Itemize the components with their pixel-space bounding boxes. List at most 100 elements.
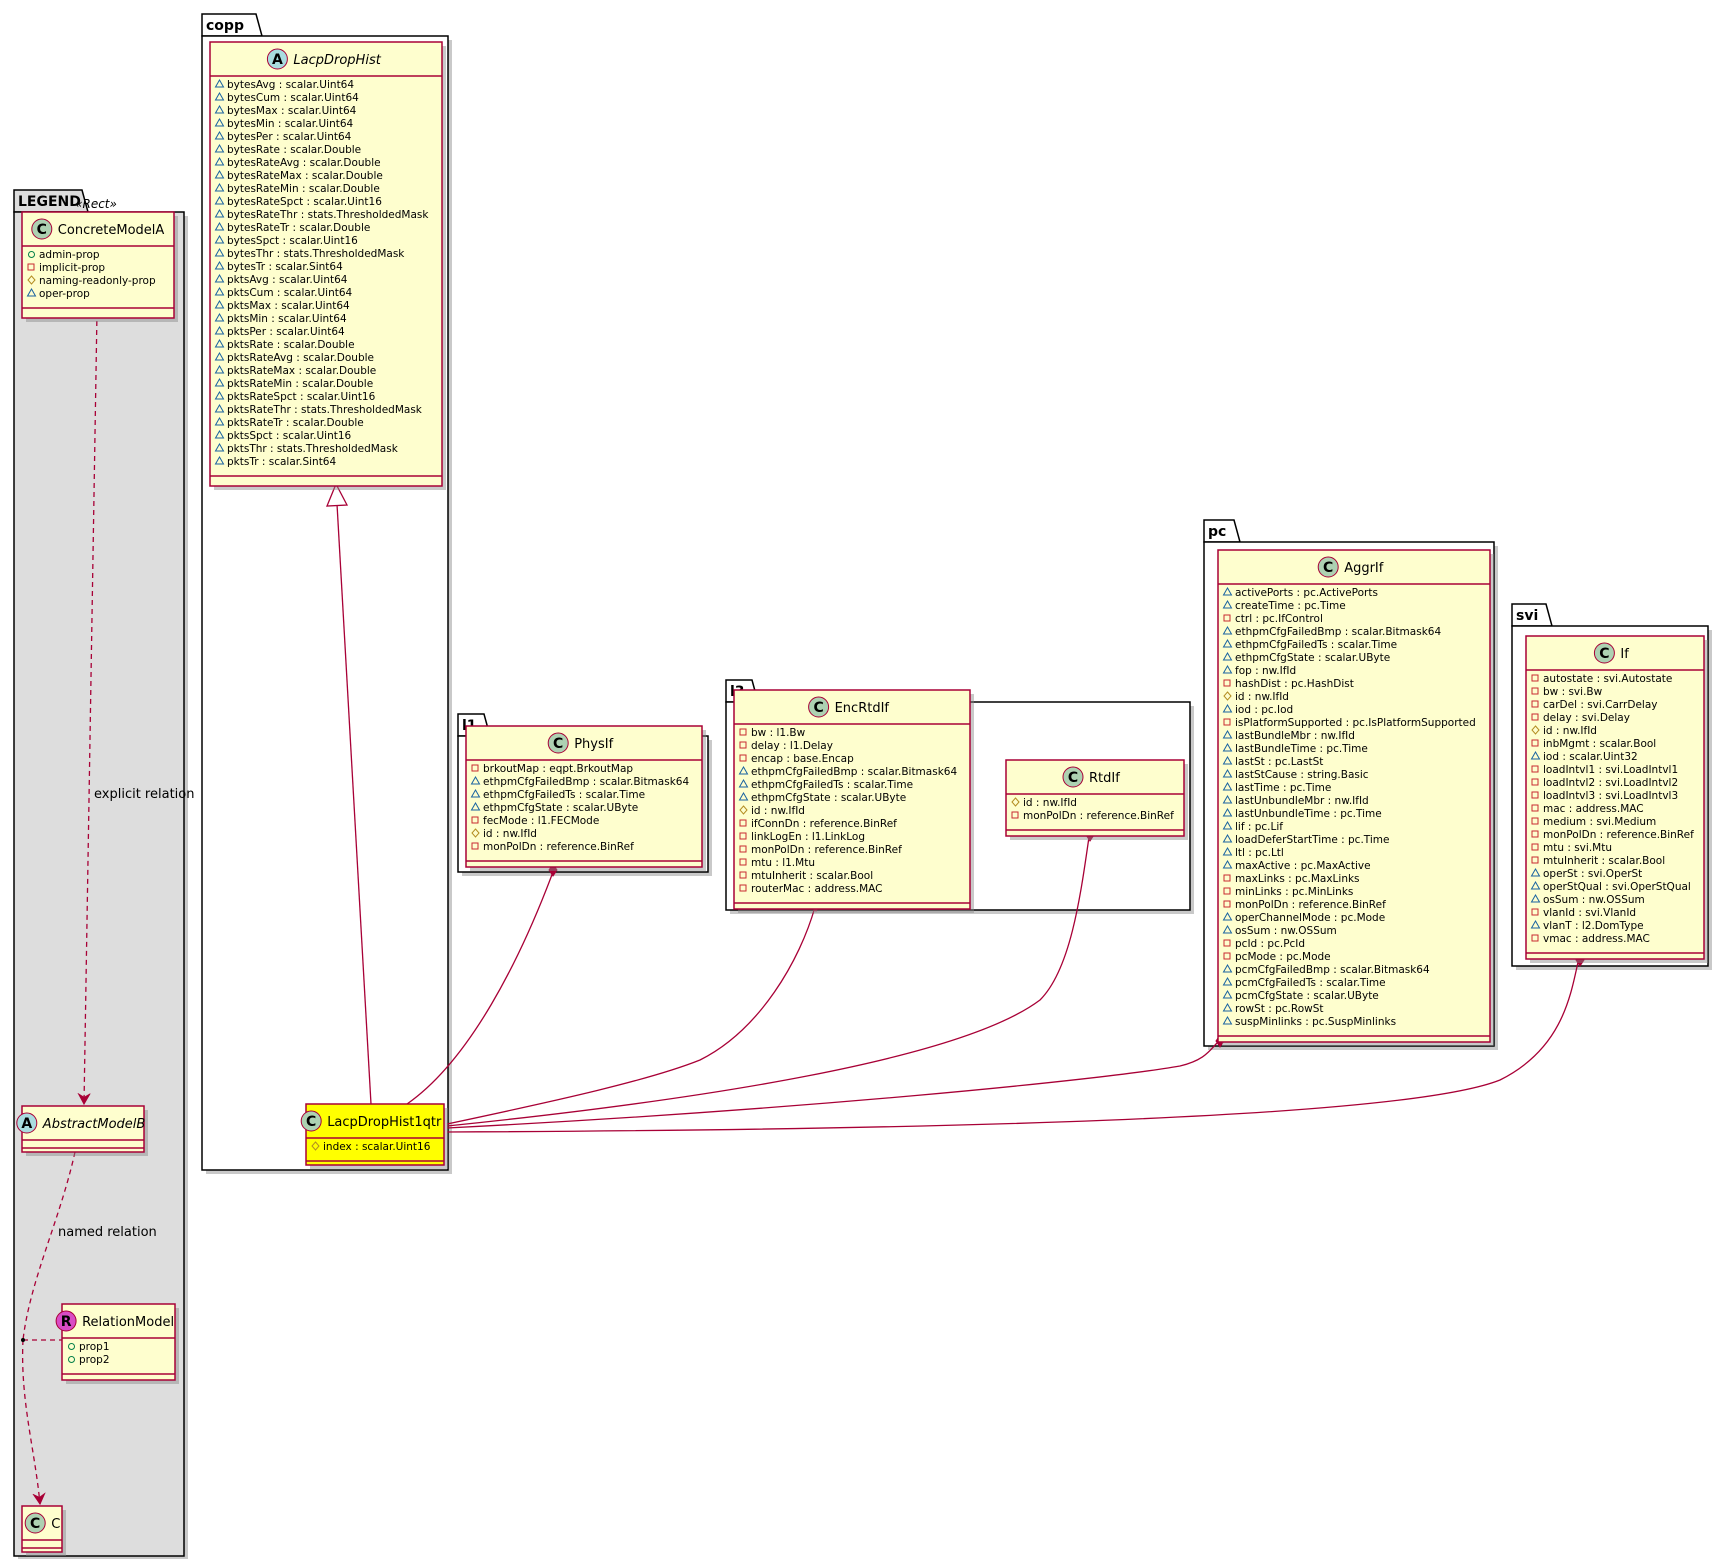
class-attribute: naming-readonly-prop xyxy=(39,275,156,287)
class-name: If xyxy=(1620,647,1629,662)
class-attribute: bytesRateAvg : scalar.Double xyxy=(227,157,381,169)
class-kind-icon xyxy=(300,1110,322,1132)
class-attribute: pktsRateMin : scalar.Double xyxy=(227,378,373,390)
class-attribute: lif : pc.Lif xyxy=(1235,821,1283,833)
class-attribute: bytesSpct : scalar.Uint16 xyxy=(227,235,358,247)
inheritance-edge xyxy=(336,503,372,1105)
named-relation-label: named relation xyxy=(58,1225,157,1240)
composition-rtdif xyxy=(446,836,1090,1127)
class-attribute: bytesAvg : scalar.Uint64 xyxy=(227,79,354,91)
class-attribute: fop : nw.IfId xyxy=(1235,665,1296,677)
class-kind-icon xyxy=(1593,642,1615,664)
class-attribute: pktsMax : scalar.Uint64 xyxy=(227,300,350,312)
class-attribute: lastTime : pc.Time xyxy=(1235,782,1331,794)
class-attribute: pktsMin : scalar.Uint64 xyxy=(227,313,347,325)
composition-sviif xyxy=(446,961,1579,1133)
class-attribute: prop1 xyxy=(79,1341,110,1353)
svg-text:C: C xyxy=(30,1516,40,1532)
class-attribute: id : nw.IfId xyxy=(751,805,805,817)
class-attribute: prop2 xyxy=(79,1354,110,1366)
class-attribute: index : scalar.Uint16 xyxy=(323,1141,431,1153)
class-attribute: pktsCum : scalar.Uint64 xyxy=(227,287,353,299)
class-attribute: lastUnbundleMbr : nw.IfId xyxy=(1235,795,1369,807)
class-attribute: monPolDn : reference.BinRef xyxy=(1235,899,1386,911)
class-attribute: delay : svi.Delay xyxy=(1543,712,1630,724)
class-attribute: loadIntvl3 : svi.LoadIntvl3 xyxy=(1543,790,1678,802)
class-attribute: bw : l1.Bw xyxy=(751,727,806,739)
class-attribute: ethpmCfgState : scalar.UByte xyxy=(1235,652,1390,664)
class-attribute: maxActive : pc.MaxActive xyxy=(1235,860,1371,872)
class-attribute: bytesRateTr : scalar.Double xyxy=(227,222,370,234)
class-attribute: bytesRateMin : scalar.Double xyxy=(227,183,380,195)
composition-physif xyxy=(406,871,554,1105)
class-attribute: mtuInherit : scalar.Bool xyxy=(751,870,873,882)
class-attribute: ctrl : pc.IfControl xyxy=(1235,613,1323,625)
composition-aggrif xyxy=(446,1042,1218,1129)
class-attribute: mtu : l1.Mtu xyxy=(751,857,815,869)
class-attribute: ethpmCfgState : scalar.UByte xyxy=(751,792,906,804)
class-attribute: pktsRateAvg : scalar.Double xyxy=(227,352,374,364)
class-attribute: isPlatformSupported : pc.IsPlatformSuppo… xyxy=(1235,717,1476,729)
class-attribute: ifConnDn : reference.BinRef xyxy=(751,818,897,830)
class-attribute: id : nw.IfId xyxy=(483,828,537,840)
class-attribute: pcmCfgState : scalar.UByte xyxy=(1235,990,1379,1002)
class-attribute: id : nw.IfId xyxy=(1023,797,1077,809)
class-name: AggrIf xyxy=(1344,561,1384,576)
class-attribute: vlanId : svi.VlanId xyxy=(1543,907,1636,919)
class-attribute: createTime : pc.Time xyxy=(1235,600,1346,612)
named-relation-edge-bottom xyxy=(21,1339,40,1504)
class-attribute: bytesMin : scalar.Uint64 xyxy=(227,118,354,130)
explicit-relation-edge xyxy=(84,311,98,1104)
class-name: EncRtdIf xyxy=(835,701,890,716)
class-kind-icon xyxy=(16,1112,38,1134)
class-attribute: delay : l1.Delay xyxy=(751,740,833,752)
class-name: ConcreteModelA xyxy=(58,223,165,238)
class-attribute: ethpmCfgFailedTs : scalar.Time xyxy=(751,779,913,791)
class-attribute: ethpmCfgState : scalar.UByte xyxy=(483,802,638,814)
class-attribute: rowSt : pc.RowSt xyxy=(1235,1003,1324,1015)
class-attribute: pcMode : pc.Mode xyxy=(1235,951,1331,963)
class-kind-icon xyxy=(31,218,53,240)
class-attribute: loadIntvl2 : svi.LoadIntvl2 xyxy=(1543,777,1678,789)
class-attribute: encap : base.Encap xyxy=(751,753,854,765)
relation-join-dot xyxy=(21,1338,25,1342)
class-name: PhysIf xyxy=(574,737,613,752)
class-attribute: pcmCfgFailedBmp : scalar.Bitmask64 xyxy=(1235,964,1430,976)
class-attribute: ethpmCfgFailedTs : scalar.Time xyxy=(1235,639,1397,651)
class-attribute: admin-prop xyxy=(39,249,100,261)
class-attribute: bytesRateSpct : scalar.Uint16 xyxy=(227,196,382,208)
class-attribute: pktsPer : scalar.Uint64 xyxy=(227,326,345,338)
class-kind-icon xyxy=(547,732,569,754)
class-attribute: lastSt : pc.LastSt xyxy=(1235,756,1323,768)
class-attribute: pktsRateThr : stats.ThresholdedMask xyxy=(227,404,423,416)
class-attribute: id : nw.IfId xyxy=(1235,691,1289,703)
legend-stereotype: «Rect» xyxy=(75,197,117,211)
class-attribute: bytesMax : scalar.Uint64 xyxy=(227,105,357,117)
package-title-legend: LEGEND xyxy=(18,194,81,210)
class-attribute: bytesRate : scalar.Double xyxy=(227,144,361,156)
class-kind-icon xyxy=(55,1310,77,1332)
class-attribute: pktsAvg : scalar.Uint64 xyxy=(227,274,348,286)
class-attribute: ethpmCfgFailedBmp : scalar.Bitmask64 xyxy=(483,776,689,788)
class-attribute: bytesRateThr : stats.ThresholdedMask xyxy=(227,209,429,221)
class-attribute: hashDist : pc.HashDist xyxy=(1235,678,1354,690)
class-attribute: pktsRateTr : scalar.Double xyxy=(227,417,364,429)
class-attribute: pcId : pc.PcId xyxy=(1235,938,1305,950)
class-name: RtdIf xyxy=(1089,771,1120,786)
class-attribute: bytesThr : stats.ThresholdedMask xyxy=(227,248,405,260)
class-attribute: ethpmCfgFailedTs : scalar.Time xyxy=(483,789,645,801)
class-attribute: osSum : nw.OSSum xyxy=(1543,894,1645,906)
class-attribute: operChannelMode : pc.Mode xyxy=(1235,912,1385,924)
class-attribute: medium : svi.Medium xyxy=(1543,816,1656,828)
